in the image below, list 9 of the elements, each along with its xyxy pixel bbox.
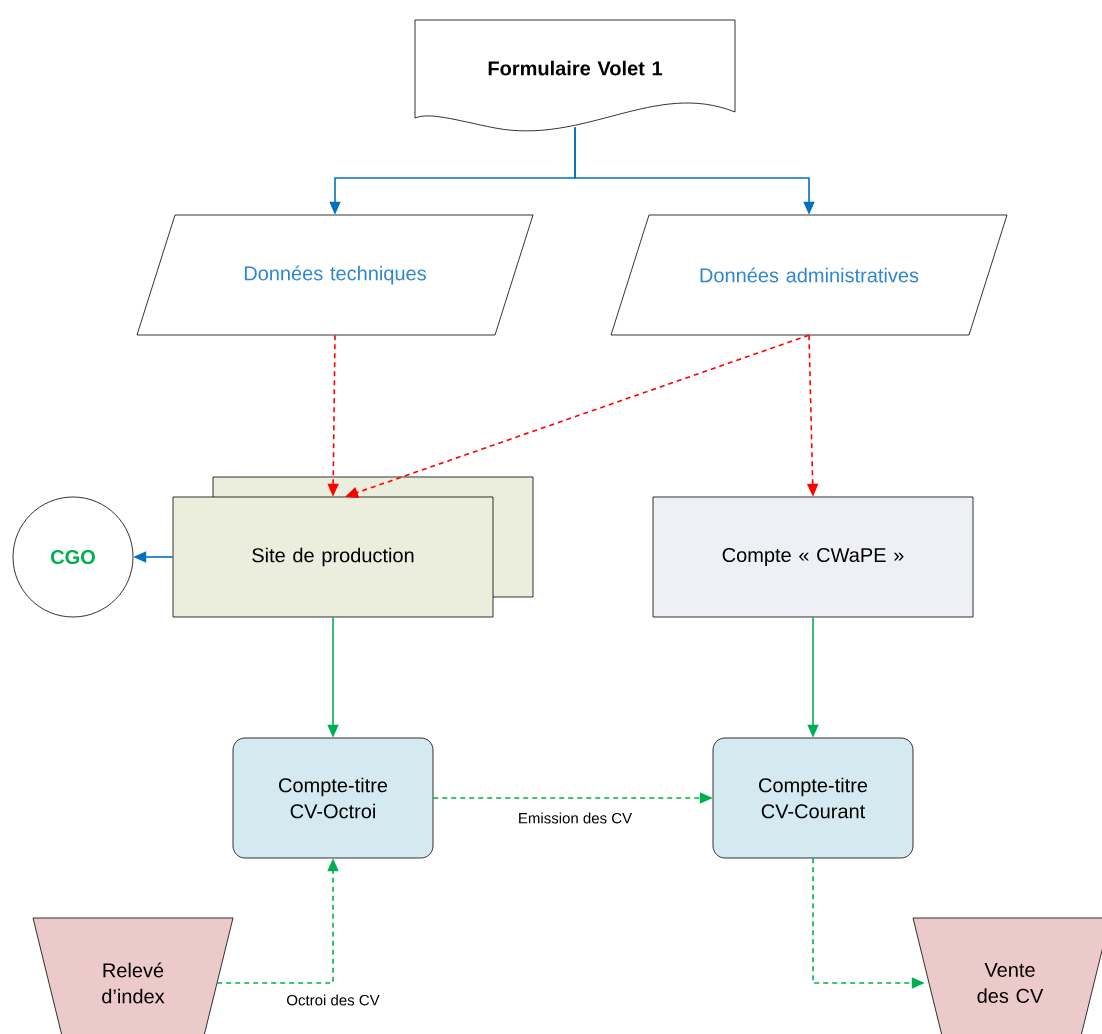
data-parallelogram: Données techniques [136, 214, 534, 336]
data-parallelogram: Données administratives [610, 214, 1008, 336]
rounded-box: Compte-titre CV-Courant [712, 737, 914, 859]
edge-label: Octroi des CV [287, 994, 380, 1006]
account-box: Compte « CWaPE » [652, 496, 974, 618]
circle-node: CGO [12, 496, 134, 618]
edge-label: Emission des CV [519, 812, 632, 824]
rounded-box: Compte-titre CV-Octroi [232, 737, 434, 859]
stacked-box: Site de production [172, 476, 534, 618]
